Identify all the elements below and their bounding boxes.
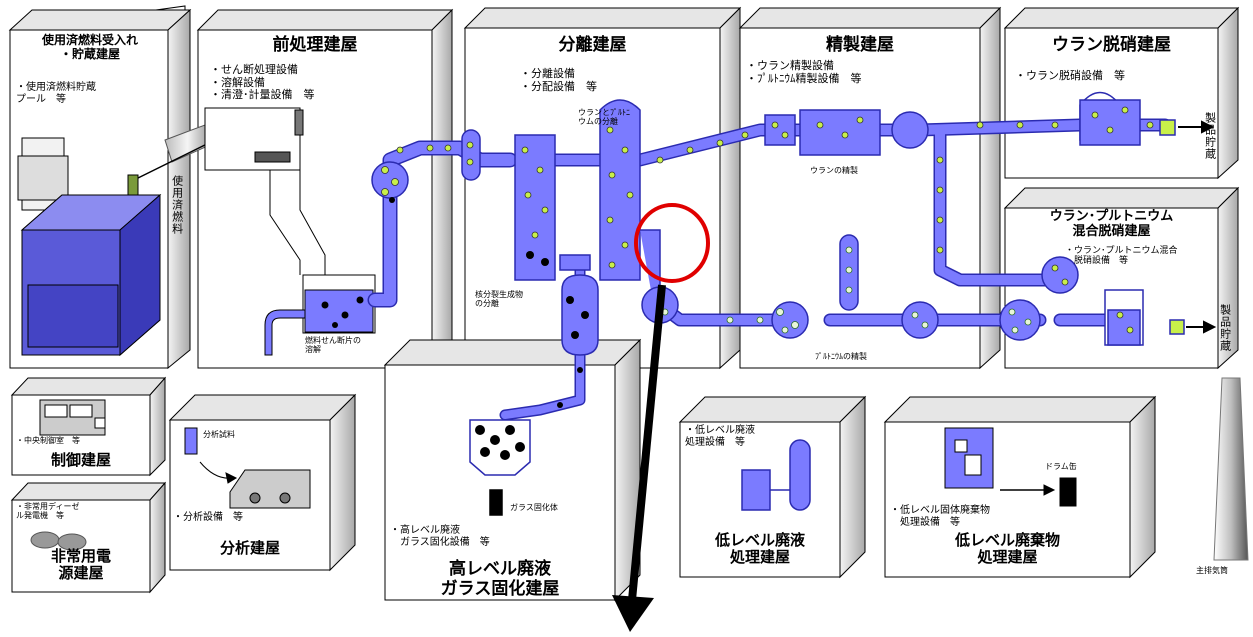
u-denitration-title: ウラン脱硝建屋 [1052,35,1171,55]
fission-products-label: 核分裂生成物 の分離 [475,290,523,309]
purification-title: 精製建屋 [826,35,894,55]
u-denitration-items: ・ウラン脱硝設備 等 [1015,69,1125,82]
purification-items: ・ウラン精製設備 ・ﾌﾟﾙﾄﾆｳﾑ精製設備 等 [746,59,862,85]
building-llw-solid [883,395,1157,579]
head-end-items: ・せん断処理設備 ・溶解設備 ・清澄･計量設備 等 [210,63,315,102]
analysis-items: ・分析設備 等 [173,512,243,523]
upu-denitration-items: ・ウラン･プルトニウム混合 脱硝設備 等 [1065,246,1178,267]
llw-solid-title: 低レベル廃棄物 処理建屋 [954,531,1060,567]
main-stack [1213,377,1249,561]
hlw-title: 高レベル廃液 ガラス固化建屋 [440,559,560,599]
spent-fuel-pool [17,137,162,357]
control-items: ・中央制御室 等 [16,436,80,445]
receiving-title: 使用済燃料受入れ ・貯蔵建屋 [41,33,138,61]
dissolution-label: 燃料せん断片の 溶解 [305,336,361,355]
product-storage-label-2: 製品貯蔵 [1218,304,1232,352]
generators [30,531,87,551]
llw-solid-equipment [944,427,1077,507]
main-stack-label: 主排気筒 [1196,566,1228,575]
llw-liquid-items: ・低レベル廃液 処理設備 等 [685,425,755,448]
emergency-power-items: ・非常用ディーゼ ル発電機 等 [16,502,80,521]
separation-items: ・分離設備 ・分配設備 等 [520,67,597,93]
control-panel [39,399,106,436]
product-arrows [1178,120,1217,334]
analysis-equipment [184,427,311,509]
product-storage-label-1: 製品貯蔵 [1203,112,1217,160]
fp-particles [321,197,589,460]
process-flow-fill [369,120,1170,419]
hlw-items: ・高レベル廃液 ガラス固化設備 等 [390,525,490,548]
building-head-end [196,8,454,370]
llw-solid-items: ・低レベル固体廃棄物 処理設備 等 [890,505,990,528]
upu-denitration-title: ウラン･プルトニウム 混合脱硝建屋 [1049,209,1174,239]
down-arrow [612,284,666,632]
glass-label: ガラス固化体 [510,503,558,512]
llw-liquid-title: 低レベル廃液 処理建屋 [714,531,805,567]
receiving-items: ・使用済燃料貯蔵 プール 等 [16,82,96,105]
llw-liquid-equipment [741,439,811,511]
u-purification-label: ウランの精製 [810,166,858,175]
pu-purification-label: ﾌﾟﾙﾄﾆｳﾑの精製 [815,352,867,361]
analysis-title: 分析建屋 [219,539,280,557]
control-title: 制御建屋 [50,451,111,469]
process-vessels [371,91,1185,516]
emergency-power-title: 非常用電 源建屋 [50,547,111,583]
u-pu-separation-label: ウランとﾌﾟﾙﾄﾆ ウムの分離 [578,108,630,127]
building-upu-denitration [1003,186,1240,370]
analysis-sample-label: 分析試料 [203,430,235,439]
shear-equipment [204,107,326,275]
spent-fuel-label: 使用済燃料 [170,175,184,235]
uranium-particles [381,106,1154,334]
separation-title: 分離建屋 [558,35,627,55]
head-end-title: 前処理建屋 [272,35,358,55]
drum-label: ドラム缶 [1045,462,1077,471]
highlight-circle [634,203,710,283]
